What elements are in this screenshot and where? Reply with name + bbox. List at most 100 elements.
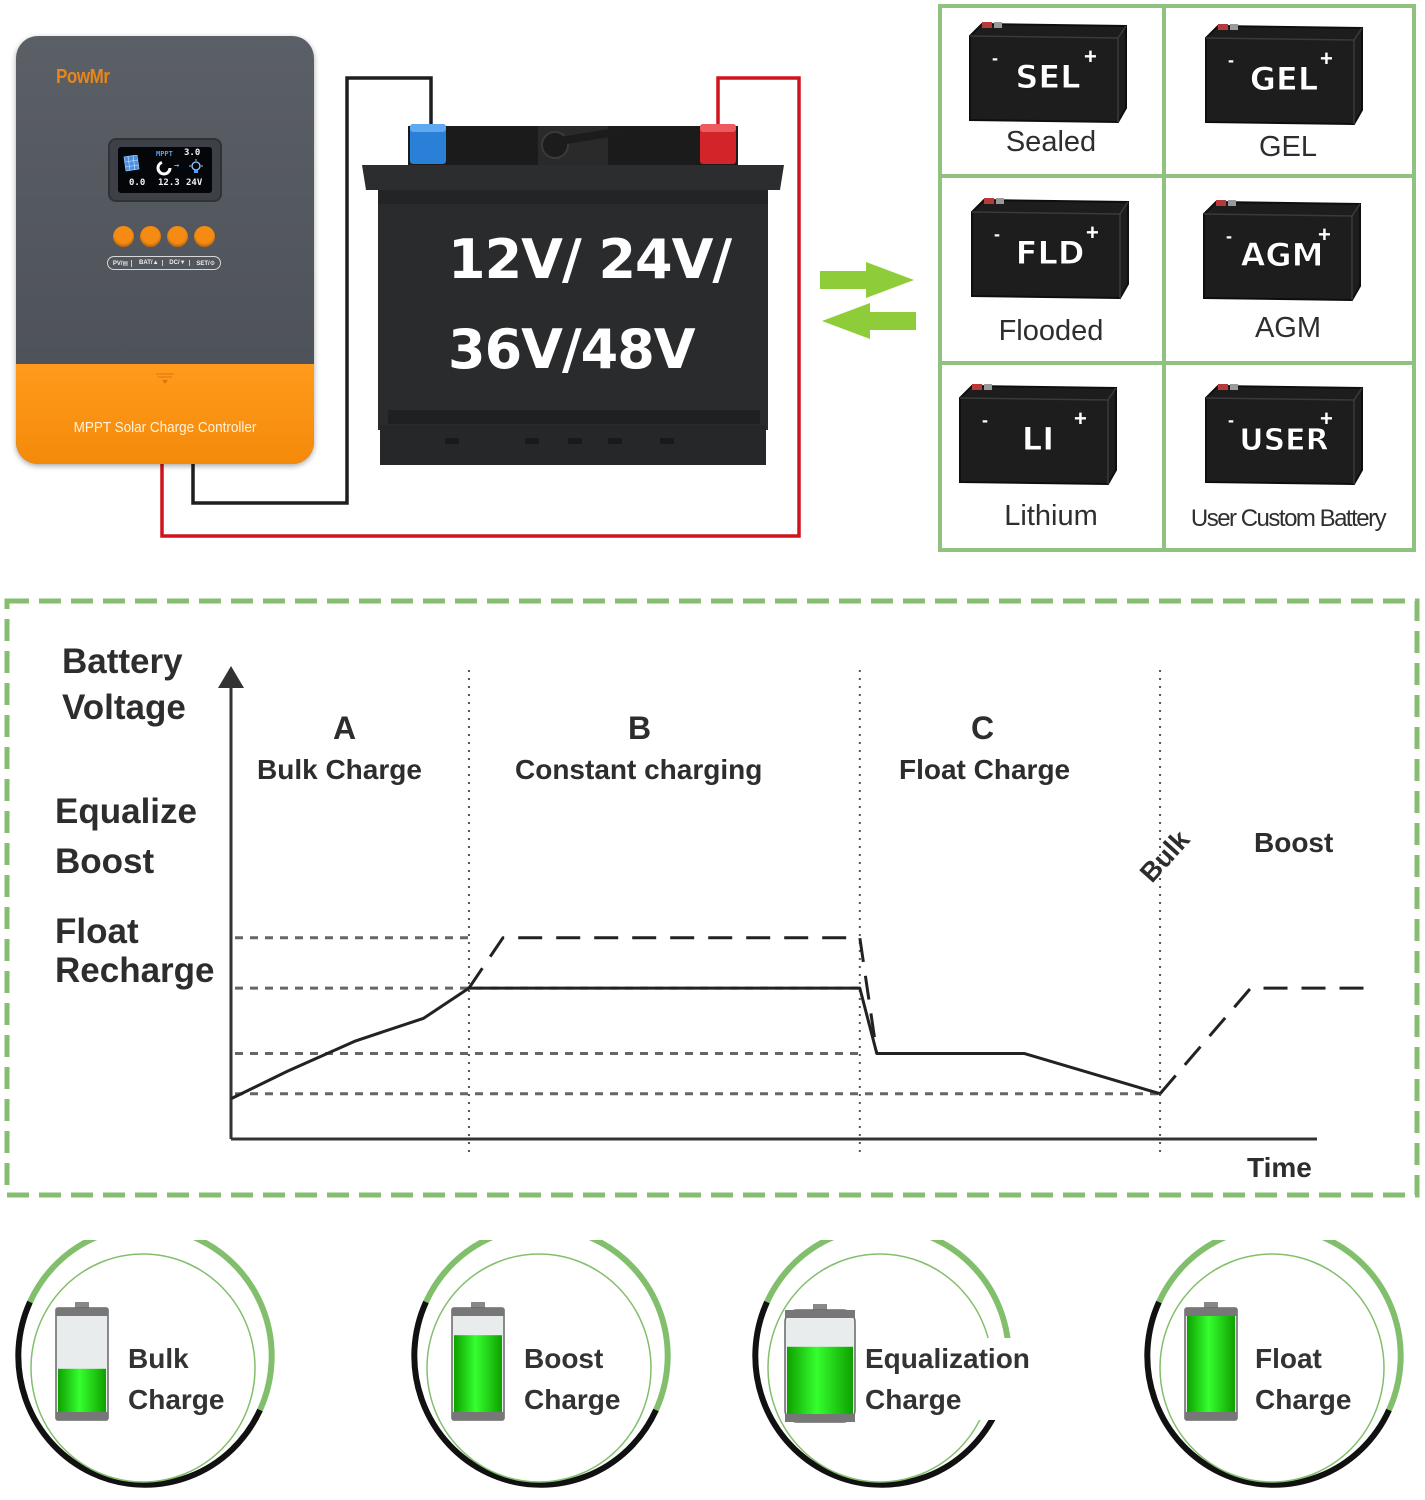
- battery-type-label: User Custom Battery: [1190, 505, 1387, 532]
- minus-sign: -: [992, 48, 998, 68]
- battery-half-icon: [58, 1368, 106, 1412]
- voltage-options-line1: 12V/ 24V/: [448, 228, 732, 291]
- battery-bottom-band: [1185, 1412, 1237, 1420]
- plus-sign: +: [1074, 406, 1087, 431]
- battery-high-icon: [454, 1335, 502, 1412]
- battery-top-band: [56, 1308, 108, 1316]
- phase-label-line1: Equalization: [865, 1343, 1030, 1374]
- ring-black-arc: [15, 1300, 263, 1488]
- ring-green-arc: [1156, 1240, 1404, 1412]
- phase-ring: [411, 1240, 671, 1488]
- bulb-icon: [189, 159, 203, 173]
- battery-type-label: AGM: [1254, 312, 1322, 344]
- battery-top-band: [452, 1308, 504, 1316]
- plus-sign: +: [1086, 220, 1099, 245]
- battery-type-label: Lithium: [1004, 500, 1098, 532]
- set-button[interactable]: [194, 226, 215, 247]
- main-battery-icon: [362, 124, 784, 465]
- battery-gel-icon: -+GEL: [1205, 24, 1363, 126]
- battery-cap: [471, 1302, 485, 1310]
- phase-c-name: Float Charge: [899, 754, 1071, 785]
- ring-black-arc: [411, 1300, 659, 1488]
- bat-up-button[interactable]: [140, 226, 161, 247]
- charging-cycle-icon: [156, 160, 172, 176]
- ring-green-arc: [423, 1240, 671, 1412]
- controller-label: MPPT Solar Charge Controller: [73, 419, 257, 436]
- bidirectional-arrows-icon: [820, 262, 916, 339]
- lcd-display: MPPT → 3.0 0.0 12.3 24V: [108, 138, 222, 202]
- phase-label-line2: Charge: [524, 1384, 621, 1415]
- lcd-pv-value: 0.0: [129, 178, 146, 188]
- phase-label-line1: Boost: [524, 1343, 604, 1374]
- wiring-diagram: [160, 76, 801, 538]
- battery-code: FLD: [1016, 234, 1085, 272]
- battery-code: USER: [1239, 423, 1329, 458]
- phase-label-line2: Charge: [128, 1384, 225, 1415]
- key-label: SET/⚙: [196, 260, 216, 267]
- battery-code: SEL: [1015, 58, 1080, 96]
- lcd-system-voltage: 24V: [186, 178, 203, 188]
- y-axis-title-line1: Battery: [62, 642, 183, 681]
- level-label-boost: Boost: [55, 842, 155, 881]
- voltage-options-line2: 36V/48V: [448, 318, 696, 381]
- plus-sign: +: [1084, 44, 1097, 69]
- phase-b-letter: B: [628, 710, 652, 746]
- minus-sign: -: [982, 410, 988, 430]
- phase-c-letter: C: [971, 710, 995, 746]
- phase-label-line1: Bulk: [128, 1343, 189, 1374]
- positive-wire: [160, 76, 801, 538]
- dc-down-button[interactable]: [167, 226, 188, 247]
- battery-code: LI: [1022, 420, 1054, 458]
- battery-bottom-band: [56, 1412, 108, 1420]
- battery-li-icon: - + LI: [959, 384, 1117, 486]
- lcd-mode: MPPT: [156, 150, 173, 158]
- battery-sel-icon: - +SEL: [969, 22, 1127, 124]
- series-boost-charging: [230, 986, 1161, 1101]
- battery-full-icon: [1187, 1316, 1235, 1412]
- positive-terminal: [700, 124, 736, 164]
- x-axis-title: Time: [1247, 1152, 1312, 1183]
- battery-bottom-band: [785, 1414, 855, 1422]
- charge-controller: PowMr MPPT → 3.0 0.0 12.3 24V: [16, 36, 314, 464]
- pv-button[interactable]: [113, 226, 134, 247]
- battery-agm-icon: -+AGM: [1203, 200, 1361, 302]
- ring-black-arc: [1144, 1300, 1392, 1488]
- lcd-current: 3.0: [184, 148, 201, 158]
- battery-user-icon: -+USER: [1205, 384, 1363, 486]
- minus-sign: -: [1228, 50, 1234, 70]
- battery-top-band: [785, 1310, 855, 1318]
- battery-top-band: [1185, 1308, 1237, 1316]
- grid-lines: [942, 8, 1412, 548]
- negative-wire: [191, 76, 433, 505]
- phase-a-name: Bulk Charge: [257, 754, 422, 785]
- battery-type-label: Sealed: [1005, 126, 1097, 158]
- key-label: PV/▤: [110, 259, 133, 267]
- control-buttons: [113, 226, 215, 247]
- phase-label-line2: Charge: [865, 1384, 962, 1415]
- minus-sign: -: [994, 224, 1000, 244]
- minus-sign: -: [1226, 226, 1232, 246]
- series-re-bulk-to-boost: [1158, 986, 1364, 1095]
- lcd-battery-value: 12.3: [158, 178, 180, 188]
- plus-sign: +: [1320, 46, 1333, 71]
- minus-sign: -: [1228, 410, 1234, 430]
- battery-cap: [1204, 1302, 1218, 1310]
- key-label: BAT/▲: [136, 260, 163, 266]
- y-axis-arrow-icon: [218, 666, 244, 688]
- brand-logo: PowMr: [56, 66, 110, 88]
- battery-code: AGM: [1241, 236, 1324, 274]
- battery-cap: [75, 1302, 89, 1310]
- series-equalize-charging: [467, 936, 879, 1054]
- phase-ring: [1144, 1240, 1404, 1488]
- battery-bubbling-icon: [787, 1346, 853, 1414]
- controller-orange-base: MPPT Solar Charge Controller: [16, 364, 314, 464]
- battery-type-grid: [938, 4, 1416, 552]
- battery-type-label: Flooded: [998, 315, 1104, 347]
